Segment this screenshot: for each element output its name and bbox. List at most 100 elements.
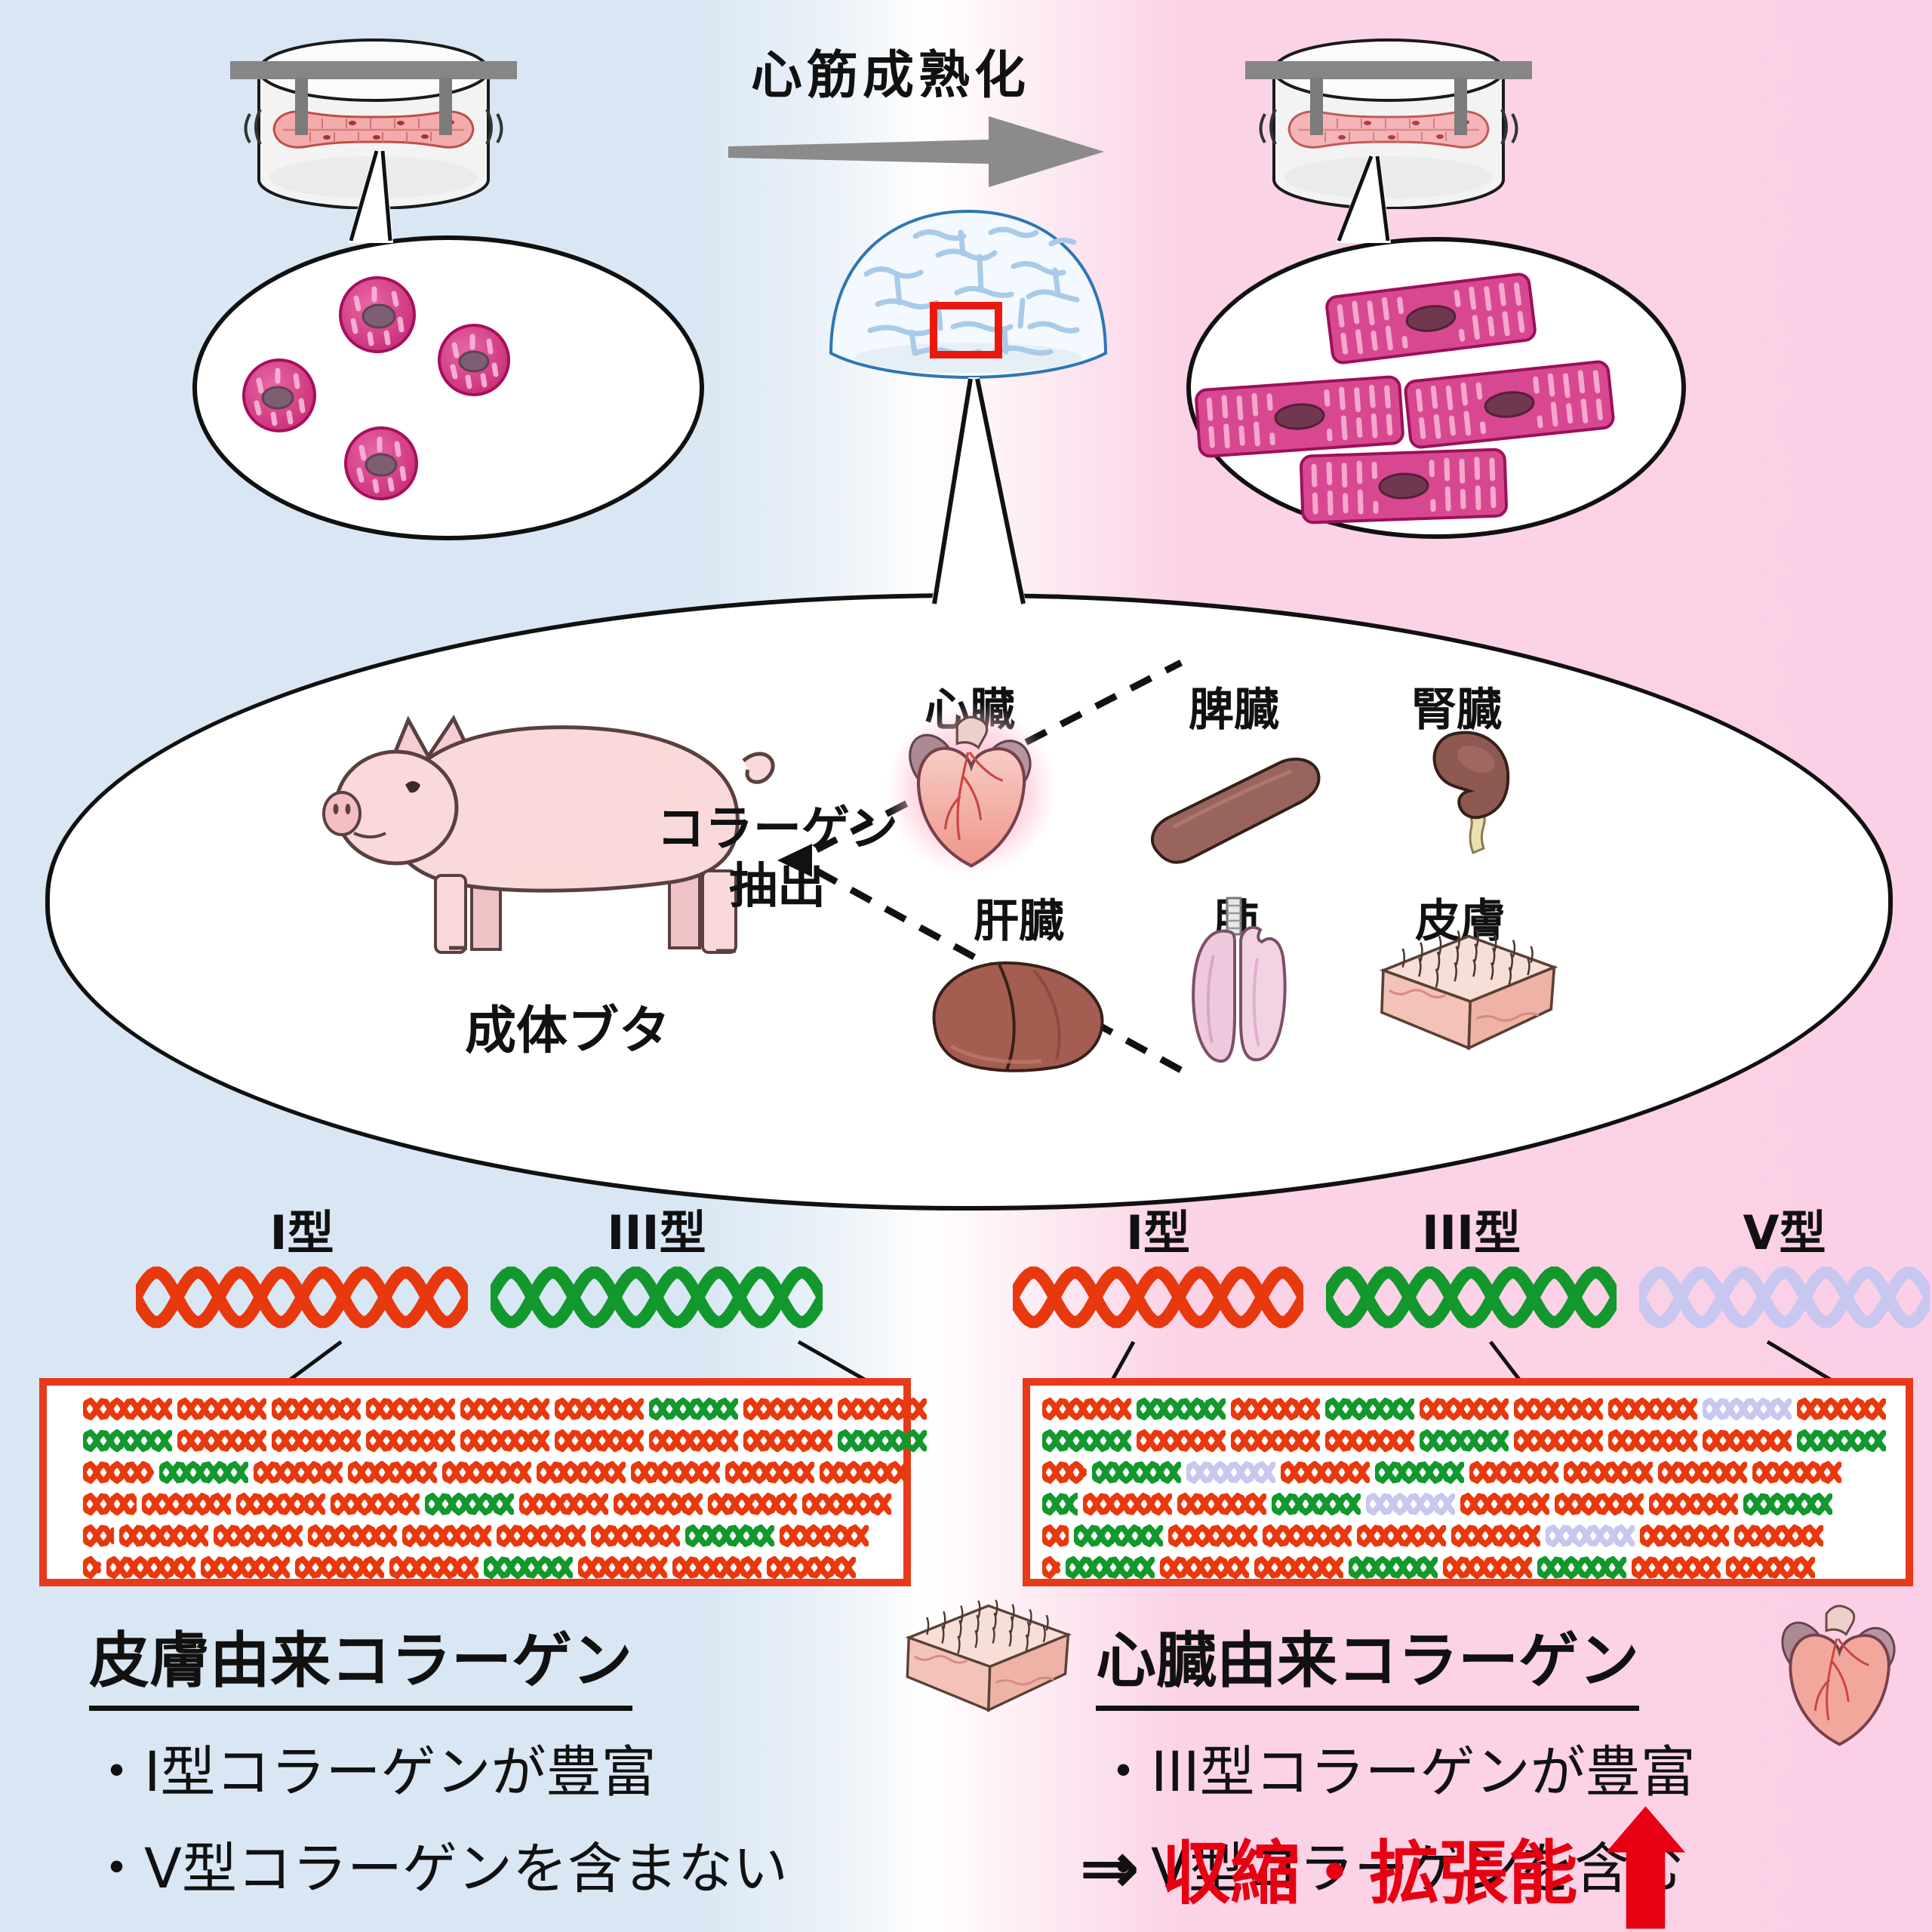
collagen-fiber-I bbox=[1134, 1428, 1226, 1454]
collagen-type-label: I型 bbox=[269, 1205, 334, 1260]
collagen-fiber-I bbox=[646, 1428, 739, 1454]
collagen-fiber-V bbox=[1700, 1396, 1792, 1422]
collagen-fiber-I bbox=[611, 1491, 703, 1517]
collagen-fiber-I bbox=[1157, 1555, 1250, 1580]
conclusion-text: 収縮・拡張能 bbox=[1161, 1833, 1578, 1914]
collagen-type-label: I型 bbox=[1125, 1205, 1191, 1260]
collagen-fiber-V bbox=[1543, 1523, 1635, 1549]
fiber-row bbox=[80, 1555, 896, 1580]
collagen-fiber-I bbox=[1278, 1460, 1371, 1485]
collagen-fiber-I bbox=[457, 1428, 550, 1454]
skin-summary-bullet-2: ・V型コラーゲンを含まない bbox=[89, 1837, 788, 1901]
collagen-fiber-III bbox=[1039, 1492, 1079, 1516]
collagen-fiber-I bbox=[1080, 1491, 1173, 1517]
skin-summary-bullet-1: ・I型コラーゲンが豊富 bbox=[89, 1740, 657, 1804]
heart-icon bbox=[884, 703, 1058, 877]
collagen-fiber-I bbox=[80, 1491, 139, 1517]
collagen-fiber-I bbox=[1039, 1460, 1087, 1485]
collagen-type-I: I型 bbox=[1007, 1204, 1309, 1331]
kidney-icon bbox=[1432, 731, 1510, 854]
collagen-fiber-III bbox=[835, 1428, 928, 1454]
heart-summary-bullet-1: ・III型コラーゲンが豊富 bbox=[1096, 1740, 1696, 1804]
fiber-row bbox=[80, 1460, 909, 1485]
collagen-fiber-III bbox=[1322, 1396, 1415, 1422]
skin-summary-heading: 皮膚由来コラーゲン bbox=[89, 1612, 632, 1711]
collagen-fiber-I bbox=[1637, 1523, 1730, 1549]
collagen-fiber-I bbox=[1039, 1524, 1072, 1548]
collagen-fiber-III bbox=[1794, 1428, 1887, 1454]
conclusion-line: ⇒ 収縮・拡張能 bbox=[1079, 1805, 1686, 1930]
collagen-fiber-III bbox=[1039, 1428, 1132, 1454]
collagen-fiber-III bbox=[481, 1555, 574, 1580]
collagen-fiber-I bbox=[80, 1460, 154, 1485]
collagen-type-label: V型 bbox=[1743, 1205, 1826, 1260]
collagen-fiber-I bbox=[740, 1428, 833, 1454]
skin-collagen-box bbox=[39, 1378, 928, 1586]
extraction-label: コラーゲン 抽出 bbox=[657, 801, 898, 915]
fiber-row bbox=[80, 1523, 896, 1549]
collagen-fiber-I bbox=[1165, 1523, 1258, 1549]
fiber-row bbox=[1039, 1555, 1898, 1580]
skin-summary-block: 皮膚由来コラーゲン ・I型コラーゲンが豊富 ・V型コラーゲンを含まない bbox=[89, 1612, 788, 1904]
collagen-fiber-I bbox=[1039, 1396, 1132, 1422]
collagen-fiber-I bbox=[1655, 1460, 1748, 1485]
collagen-fiber-I bbox=[305, 1523, 398, 1549]
collagen-fiber-I bbox=[80, 1524, 116, 1548]
collagen-type-V: V型 bbox=[1633, 1204, 1932, 1331]
round-cell-icon bbox=[242, 276, 510, 500]
collagen-fiber-I bbox=[835, 1396, 928, 1422]
fiber-row bbox=[1039, 1460, 1898, 1485]
collagen-fiber-III bbox=[682, 1523, 775, 1549]
collagen-helix-V-icon bbox=[1633, 1266, 1932, 1331]
beat-motion-lines bbox=[1259, 109, 1518, 145]
maturation-title: 心筋成熟化 bbox=[750, 46, 1030, 106]
collagen-fiber-I bbox=[740, 1396, 833, 1422]
collagen-fiber-I bbox=[1552, 1491, 1644, 1517]
collagen-fiber-I bbox=[1228, 1396, 1321, 1422]
collagen-fiber-I bbox=[1440, 1555, 1533, 1580]
collagen-type-legend-left: I型 III型 bbox=[130, 1204, 829, 1331]
collagen-fiber-I bbox=[139, 1491, 232, 1517]
organ-label-kidney: 腎臓 bbox=[1411, 684, 1502, 737]
collagen-fiber-III bbox=[1063, 1555, 1155, 1580]
collagen-fiber-I bbox=[1511, 1428, 1604, 1454]
collagen-fiber-I bbox=[363, 1428, 456, 1454]
collagen-type-label: III型 bbox=[607, 1205, 706, 1260]
collagen-fiber-I bbox=[575, 1555, 668, 1580]
collagen-fiber-I bbox=[1605, 1396, 1698, 1422]
liver-icon bbox=[932, 961, 1104, 1072]
collagen-fiber-I bbox=[116, 1523, 209, 1549]
collagen-fiber-I bbox=[764, 1555, 857, 1580]
collagen-fiber-I bbox=[1260, 1523, 1352, 1549]
collagen-fiber-I bbox=[1605, 1428, 1698, 1454]
collagen-fiber-I bbox=[494, 1523, 586, 1549]
collagen-fiber-V bbox=[1363, 1491, 1456, 1517]
heart-summary-block: 心臓由来コラーゲン ・III型コラーゲンが豊富 ・V型コラーゲンを含む bbox=[1096, 1612, 1696, 1904]
adult-pig-icon bbox=[322, 714, 775, 954]
collagen-gel-icon bbox=[829, 209, 1108, 380]
collagen-fiber-I bbox=[386, 1555, 479, 1580]
collagen-fiber-I bbox=[817, 1460, 909, 1485]
fiber-row bbox=[1039, 1428, 1898, 1454]
collagen-fiber-I bbox=[722, 1460, 815, 1485]
fiber-row bbox=[1039, 1491, 1898, 1517]
collagen-fiber-III bbox=[1269, 1491, 1361, 1517]
collagen-fiber-I bbox=[1174, 1491, 1267, 1517]
culture-dish-before-icon bbox=[230, 38, 517, 209]
collagen-fiber-I bbox=[799, 1491, 892, 1517]
collagen-fiber-I bbox=[1448, 1523, 1541, 1549]
collagen-type-label: III型 bbox=[1421, 1205, 1521, 1260]
collagen-fiber-I bbox=[1749, 1460, 1842, 1485]
collagen-fiber-III bbox=[1372, 1460, 1465, 1485]
collagen-fiber-I bbox=[439, 1460, 532, 1485]
collagen-fiber-III bbox=[1071, 1523, 1164, 1549]
collagen-fiber-I bbox=[269, 1396, 361, 1422]
collagen-fiber-I bbox=[1457, 1491, 1550, 1517]
collagen-fiber-I bbox=[1466, 1460, 1559, 1485]
culture-dish-after-icon bbox=[1245, 38, 1532, 209]
collagen-fiber-I bbox=[292, 1555, 385, 1580]
collagen-fiber-I bbox=[1700, 1428, 1792, 1454]
collagen-fiber-I bbox=[345, 1460, 438, 1485]
collagen-fiber-I bbox=[1723, 1555, 1816, 1580]
collagen-fiber-I bbox=[1228, 1428, 1321, 1454]
